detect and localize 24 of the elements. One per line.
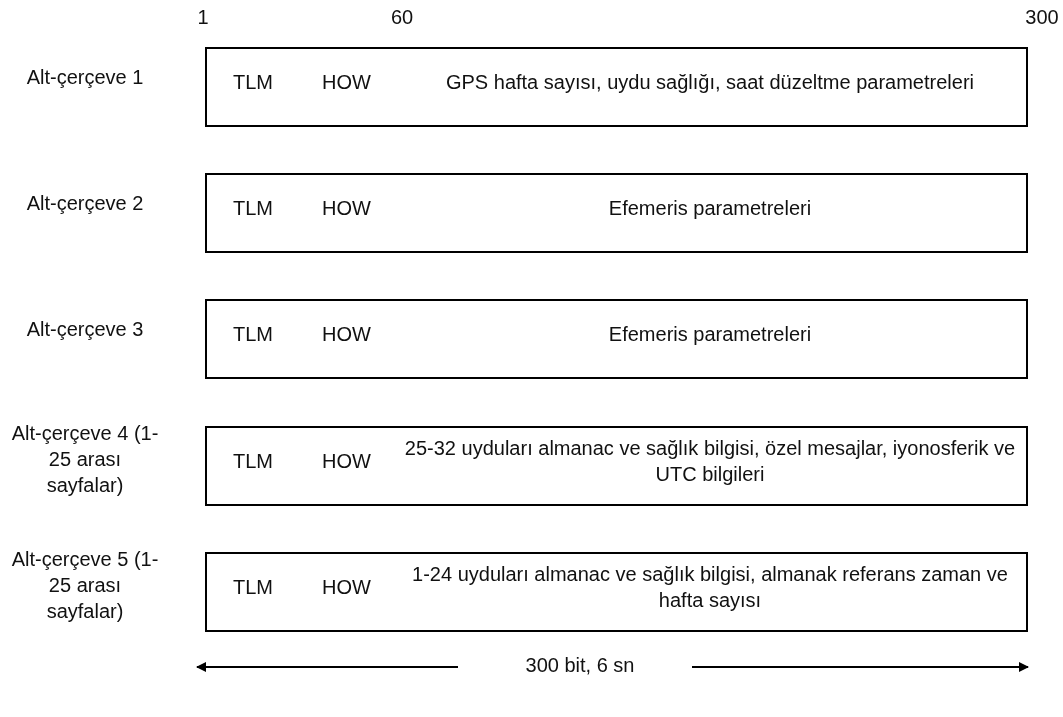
row-label: Alt-çerçeve 3 [25, 317, 145, 342]
data-field: 1-24 uyduları almanac ve sağlık bilgisi, almanak referans zaman ve hafta sayısı [394, 552, 1028, 632]
data-field: Efemeris parametreleri [394, 299, 1028, 379]
tlm-field: TLM [205, 299, 301, 379]
how-field: HOW [299, 426, 396, 506]
tick-label: 1 [196, 5, 210, 30]
row-label: Alt-çerçeve 4 (1-25 arası sayfalar) [10, 421, 160, 498]
tlm-field: TLM [205, 47, 301, 127]
row-label: Alt-çerçeve 5 (1-25 arası sayfalar) [10, 547, 160, 624]
row-label: Alt-çerçeve 1 [25, 65, 145, 90]
data-field: GPS hafta sayısı, uydu sağlığı, saat düzeltme parametreleri [394, 47, 1028, 127]
dimension-label: 300 bit, 6 sn [524, 653, 636, 678]
how-field: HOW [299, 299, 396, 379]
tlm-field: TLM [205, 173, 301, 253]
how-field: HOW [299, 47, 396, 127]
row-label: Alt-çerçeve 2 [25, 191, 145, 216]
data-field: Efemeris parametreleri [394, 173, 1028, 253]
tlm-field: TLM [205, 426, 301, 506]
tick-label: 60 [389, 5, 415, 30]
how-field: HOW [299, 173, 396, 253]
how-field: HOW [299, 552, 396, 632]
tlm-field: TLM [205, 552, 301, 632]
tick-label: 300 [1024, 5, 1060, 30]
data-field: 25-32 uyduları almanac ve sağlık bilgisi, özel mesajlar, iyonosferik ve UTC bilgileri [394, 426, 1028, 506]
